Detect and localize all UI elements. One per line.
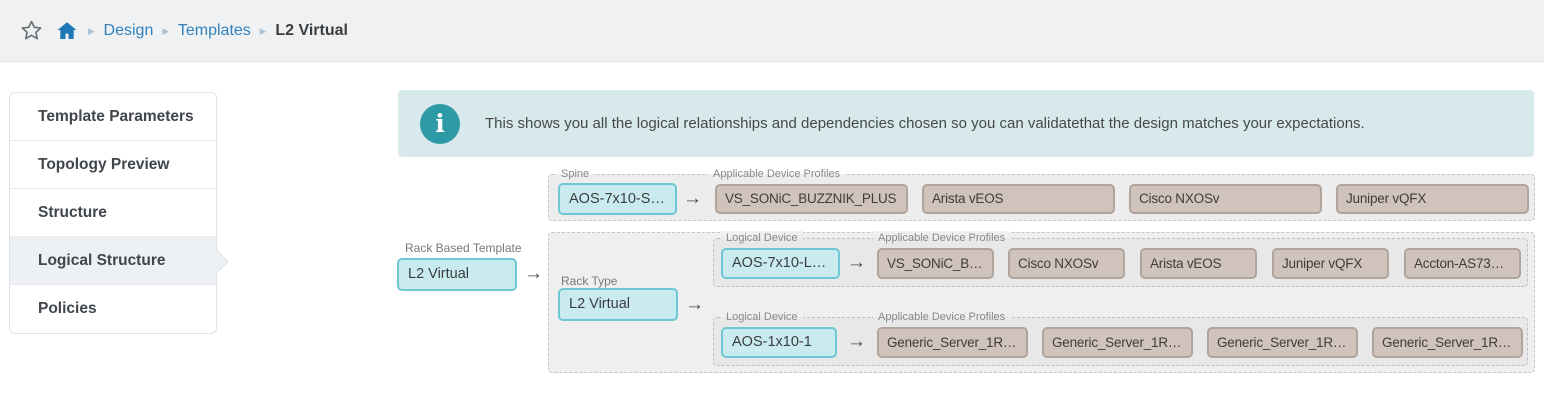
server-logical-device-chip: AOS-1x10-1 — [721, 327, 837, 358]
breadcrumb-link-design[interactable]: Design — [103, 21, 154, 39]
rack-based-template-chip: L2 Virtual — [397, 258, 517, 291]
device-profile-chip: Accton-AS7326-5... — [1404, 248, 1521, 279]
device-profile-chip: Juniper vQFX — [1336, 184, 1529, 214]
device-profile-chip: Generic_Server_1RU_1x1... — [1042, 327, 1193, 358]
device-profile-chip: Arista vEOS — [1140, 248, 1257, 279]
breadcrumb-link-templates[interactable]: Templates — [177, 21, 251, 39]
breadcrumb-separator: ▸ — [88, 22, 95, 38]
device-profile-chip: Generic_Server_1RU_1x1... — [1372, 327, 1523, 358]
sidebar-item-policies[interactable]: Policies — [10, 285, 216, 333]
device-profile-chip: Juniper vQFX — [1272, 248, 1389, 279]
device-profile-chip: Cisco NXOSv — [1129, 184, 1322, 214]
spine-logical-device-chip: AOS-7x10-Spine — [558, 183, 677, 215]
rack-group: Rack Type L2 Virtual → Logical Device Ap… — [548, 231, 1535, 373]
arrow-icon: → — [685, 294, 704, 315]
sidebar-item-structure[interactable]: Structure — [10, 189, 216, 237]
device-profile-chip: Arista vEOS — [922, 184, 1115, 214]
logical-device-legend: Logical Device — [721, 231, 803, 245]
device-profile-chip: VS_SONiC_BUZZNIK_PLUS — [715, 184, 908, 214]
spine-group-legend: Spine — [556, 167, 595, 181]
server-device-row: Logical Device Applicable Device Profile… — [713, 310, 1528, 366]
logical-device-legend: Logical Device — [721, 310, 803, 324]
favorite-star-icon[interactable] — [20, 19, 43, 42]
breadcrumb-current-page: L2 Virtual — [275, 21, 348, 39]
spine-group: Spine Applicable Device Profiles AOS-7x1… — [548, 167, 1535, 221]
applicable-device-profiles-legend: Applicable Device Profiles — [873, 310, 1011, 324]
device-profile-chip: Generic_Server_1RU_1x1... — [877, 327, 1028, 358]
arrow-icon: → — [847, 252, 866, 273]
arrow-icon: → — [683, 188, 702, 209]
info-icon: i — [420, 103, 460, 144]
device-profile-chip: Generic_Server_1RU_1x1... — [1207, 327, 1358, 358]
sidebar-nav: Template Parameters Topology Preview Str… — [9, 92, 217, 334]
arrow-icon: → — [524, 263, 543, 284]
leaf-logical-device-chip: AOS-7x10-Leaf — [721, 248, 840, 279]
info-banner-text: This shows you all the logical relations… — [485, 115, 1365, 132]
device-profile-chip: VS_SONiC_BUZZ... — [877, 248, 994, 279]
device-profile-chip: Cisco NXOSv — [1008, 248, 1125, 279]
applicable-device-profiles-legend: Applicable Device Profiles — [708, 167, 846, 181]
home-icon[interactable] — [55, 19, 79, 43]
top-bar: ▸ Design ▸ Templates ▸ L2 Virtual — [0, 0, 1544, 62]
arrow-icon: → — [847, 331, 866, 352]
breadcrumb-separator: ▸ — [259, 22, 267, 38]
breadcrumb-separator: ▸ — [162, 22, 169, 38]
sidebar-item-template-parameters[interactable]: Template Parameters — [10, 93, 216, 141]
info-banner: i This shows you all the logical relatio… — [398, 90, 1534, 157]
leaf-device-row: Logical Device Applicable Device Profile… — [713, 231, 1528, 287]
rack-based-template-label: Rack Based Template — [405, 241, 522, 255]
sidebar-item-topology-preview[interactable]: Topology Preview — [10, 141, 216, 189]
sidebar-item-logical-structure[interactable]: Logical Structure — [10, 237, 216, 285]
applicable-device-profiles-legend: Applicable Device Profiles — [873, 231, 1011, 245]
rack-type-label: Rack Type — [561, 274, 618, 288]
rack-type-chip: L2 Virtual — [558, 288, 678, 321]
